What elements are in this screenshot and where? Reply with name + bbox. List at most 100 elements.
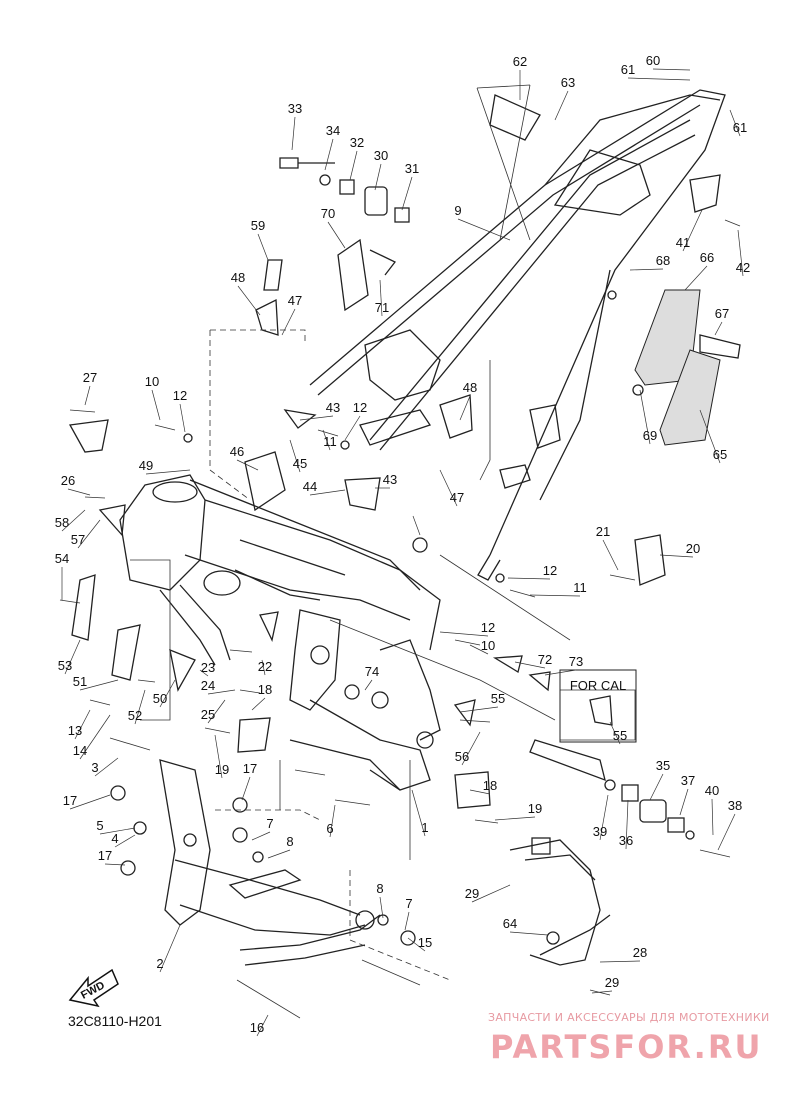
callout-leader [374,163,382,191]
callout-leader [77,519,101,549]
callout-number: 68 [656,253,670,268]
callout-number: 3 [91,760,98,775]
watermark: ЗАПЧАСТИ И АКСЕССУАРЫ ДЛЯ МОТОТЕХНИКИ PA… [488,1011,770,1066]
callout-leader [114,834,136,848]
callout-leader [509,931,549,936]
callout-leader [207,699,226,724]
callout-number: 57 [71,532,85,547]
callout-number: 16 [250,1020,264,1035]
callout-leader [699,409,721,464]
callout-leader [457,218,511,241]
callout-leader [349,150,358,181]
callout-number: 61 [733,120,747,135]
callout-number: 64 [503,916,517,931]
callout-number: 39 [593,824,607,839]
callout-number: 72 [538,652,552,667]
callout-number: 47 [450,490,464,505]
callout-number: 55 [613,728,627,743]
callout-number: 66 [700,250,714,265]
callout-number: 20 [686,541,700,556]
diagram-code: 32C8110-H201 [68,1013,162,1029]
callout-number: 12 [353,400,367,415]
callout-number: 17 [243,761,257,776]
callout-number: 23 [201,660,215,675]
callout-leader [714,321,723,336]
callout-leader [364,679,373,691]
callout-leader [134,689,146,725]
callout-number: 45 [293,456,307,471]
callout-number: 59 [251,218,265,233]
callout-number: 51 [73,674,87,689]
callout-number: 54 [55,551,69,566]
callout-leader [289,439,301,473]
callout-number: 32 [350,135,364,150]
callout-number: 7 [266,816,273,831]
callout-number: 69 [643,428,657,443]
callout-leader [412,515,421,536]
callout-number: 55 [491,691,505,706]
callout-number: 19 [215,762,229,777]
callout-number: 13 [68,723,82,738]
callout-number: 12 [543,563,557,578]
callout-number: 56 [455,749,469,764]
callout-number: 35 [656,758,670,773]
callout-leader [251,697,266,711]
callout-number: 29 [465,886,479,901]
callout-number: 58 [55,515,69,530]
callout-number: 31 [405,161,419,176]
callout-number: 36 [619,833,633,848]
callout-number: 10 [145,374,159,389]
callout-leader [324,138,334,171]
callout-leader [711,798,714,836]
callout-number: 50 [153,691,167,706]
callout-number: 43 [383,472,397,487]
callout-number: 18 [483,778,497,793]
for-cal-box: FOR CAL [559,669,637,743]
callout-leader [407,937,426,952]
callout-number: 27 [83,370,97,385]
callout-number: 26 [61,473,75,488]
callout-leader [67,488,91,496]
callout-number: 19 [528,801,542,816]
callout-number: 22 [258,659,272,674]
callout-number: 67 [715,306,729,321]
callout-leader [494,816,536,821]
callout-leader [236,459,259,471]
callout-leader [84,385,91,406]
callout-number: 7 [405,896,412,911]
frame-line-art [59,89,741,1019]
callout-number: 14 [73,743,87,758]
callout-leader [61,509,86,532]
callout-leader [629,268,664,271]
callout-leader [507,577,551,580]
callout-leader [679,788,689,816]
callout-number: 44 [303,479,317,494]
callout-leader [682,209,703,252]
callout-number: 48 [231,270,245,285]
callout-leader [79,679,119,691]
callout-leader [299,415,334,421]
callout-leader [309,489,346,496]
callout-number: 21 [596,524,610,539]
callout-number: 43 [326,400,340,415]
callout-leader [291,116,296,151]
callout-leader [257,233,269,261]
watermark-tagline: ЗАПЧАСТИ И АКСЕССУАРЫ ДЛЯ МОТОТЕХНИКИ [488,1011,770,1024]
callout-leader [717,813,736,851]
callout-number: 2 [156,956,163,971]
callout-leader [151,389,161,421]
callout-leader [649,773,664,801]
callout-number: 1 [421,820,428,835]
callout-leader [459,395,471,421]
callout-number: 70 [321,206,335,221]
callout-leader [207,689,236,695]
callout-number: 61 [621,62,635,77]
callout-number: 74 [365,664,379,679]
callout-leader [379,896,384,919]
callout-number: 9 [454,203,461,218]
callout-number: 62 [513,54,527,69]
callout-leader [639,389,651,445]
callout-leader [74,709,91,740]
callout-leader [322,429,331,451]
